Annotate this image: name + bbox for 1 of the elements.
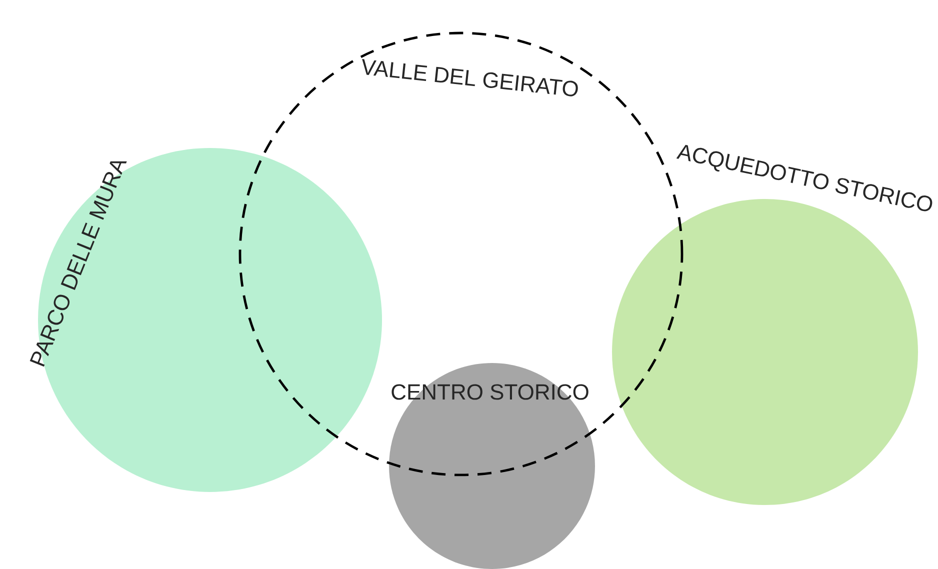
circle-label: VALLE DEL GEIRATO [362, 59, 578, 96]
